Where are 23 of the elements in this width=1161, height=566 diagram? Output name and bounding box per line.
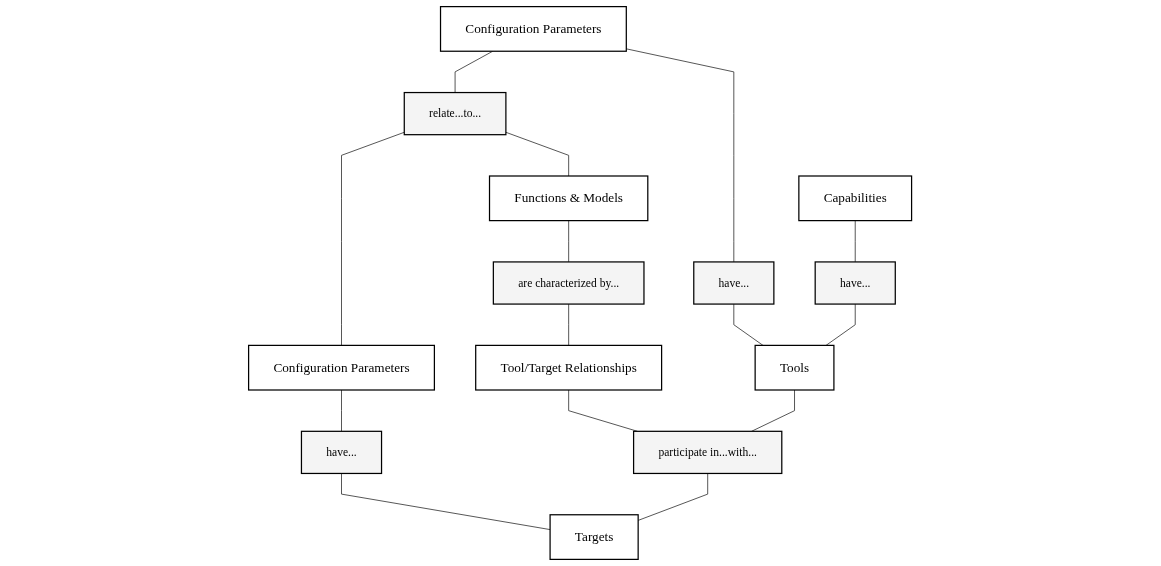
node-box: Configuration Parameters: [248, 344, 436, 391]
connector: [751, 389, 796, 432]
node-box: have...: [301, 430, 383, 475]
connector: [341, 389, 343, 432]
node-box: participate in...with...: [633, 430, 783, 475]
connector: [341, 473, 551, 530]
node-box: Tools: [754, 344, 835, 391]
connector: [626, 48, 735, 263]
connector: [826, 303, 857, 346]
connector: [733, 303, 764, 346]
connector: [638, 473, 709, 521]
node-box: Configuration Parameters: [440, 6, 628, 52]
node-box: Targets: [549, 514, 640, 560]
node-box: have...: [693, 261, 775, 305]
connector: [855, 220, 857, 263]
node-box: Capabilities: [798, 175, 913, 222]
node-box: Tool/Target Relationships: [475, 344, 663, 391]
connector: [568, 303, 570, 346]
node-box: relate...to...: [404, 91, 507, 136]
node-box: Functions & Models: [489, 175, 649, 222]
node-box: are characterized by...: [493, 261, 645, 305]
connector: [568, 220, 570, 263]
node-box: have...: [814, 261, 897, 305]
